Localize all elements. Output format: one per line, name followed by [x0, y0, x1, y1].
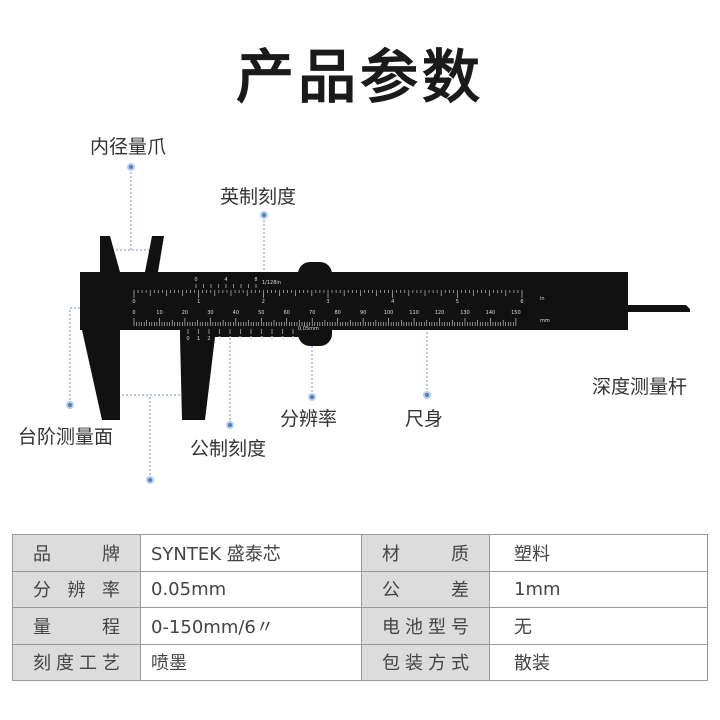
label-resolution: 分辨率 [280, 408, 338, 430]
scale-tick-label: 0 [132, 310, 135, 316]
label-beam: 尺身 [405, 408, 444, 430]
spec-value: 无 [489, 607, 708, 645]
inch-vernier-label: 1/128in [262, 280, 281, 286]
scale-tick-label: 80 [334, 310, 340, 316]
spec-value: 0-150mm/6〃 [140, 607, 362, 645]
scale-tick-label: 60 [284, 310, 290, 316]
scale-tick-label: 6 [249, 336, 252, 342]
scale-tick-label: 40 [233, 310, 239, 316]
thumb-boss [298, 262, 332, 346]
scale-tick-label: 30 [207, 310, 213, 316]
scale-tick-label: 70 [309, 310, 315, 316]
spec-key: 材质 [361, 534, 490, 572]
marker-dot-icon [260, 211, 268, 219]
label-metric-scale: 公制刻度 [190, 438, 267, 460]
spec-value: 散装 [489, 643, 708, 681]
scale-tick-label: 1 [197, 336, 200, 342]
spec-value: SYNTEK 盛泰芯 [140, 534, 362, 572]
marker-dot-icon [66, 401, 74, 409]
scale-tick-label: 1 [197, 299, 200, 305]
scale-tick-label: 10 [156, 310, 162, 316]
spec-value: 塑料 [489, 534, 708, 572]
caliper [80, 236, 690, 420]
scale-tick-label: 120 [435, 310, 445, 316]
beam [80, 272, 628, 330]
scale-tick-label: 2 [262, 299, 265, 305]
scale-tick-label: 3 [326, 299, 329, 305]
scale-tick-label: 4 [224, 277, 227, 283]
spec-value: 喷墨 [140, 643, 362, 681]
scale-tick-label: 140 [486, 310, 496, 316]
scale-tick-label: 0 [194, 277, 197, 283]
label-inch-scale: 英制刻度 [220, 186, 297, 208]
marker-dot-icon [308, 393, 316, 401]
spec-key: 电池型号 [361, 607, 490, 645]
scale-tick-label: 7 [260, 336, 263, 342]
scale-tick-label: 4 [228, 336, 231, 342]
spec-key: 包装方式 [361, 643, 490, 681]
spec-key: 品牌 [12, 534, 141, 572]
scale-tick-label: 130 [460, 310, 470, 316]
scale-tick-label: 6 [520, 299, 523, 305]
mm-unit: mm [540, 318, 550, 324]
scale-markings [133, 284, 523, 334]
scale-tick-label: 0 [132, 299, 135, 305]
page-title: 产品参数 [235, 43, 484, 111]
scale-tick-label: 50 [258, 310, 264, 316]
scale-tick-label: 20 [182, 310, 188, 316]
spec-value: 1mm [489, 570, 708, 608]
fixed-jaw-lower [82, 330, 120, 420]
scale-tick-label: 2 [207, 336, 210, 342]
spec-key: 刻度工艺 [12, 643, 141, 681]
label-inner-jaw: 内径量爪 [90, 136, 167, 158]
spec-row: 刻度工艺喷墨包装方式散装 [12, 643, 708, 681]
scale-tick-label: 0 [291, 336, 294, 342]
spec-key: 公差 [361, 570, 490, 608]
scale-tick-label: 4 [391, 299, 394, 305]
scale-tick-label: 8 [254, 277, 257, 283]
depth-rod [628, 305, 686, 312]
marker-dot-icon [226, 421, 234, 429]
label-step-face: 台阶测量面 [18, 426, 114, 448]
scale-tick-label: 150 [511, 310, 521, 316]
marker-dot-icon [127, 163, 135, 171]
marker-dot-icon [423, 391, 431, 399]
scale-tick-label: 5 [239, 336, 242, 342]
scale-tick-label: 8 [270, 336, 273, 342]
scale-tick-label: 5 [456, 299, 459, 305]
scale-tick-label: 0 [186, 336, 189, 342]
mm-vernier-label: 0.05mm [298, 326, 319, 332]
marker-dot-icon [146, 476, 154, 484]
spec-key: 量程 [12, 607, 141, 645]
label-depth-rod: 深度测量杆 [592, 376, 688, 398]
inch-unit: in [540, 296, 545, 302]
spec-key: 分辨率 [12, 570, 141, 608]
scale-tick-label: 90 [360, 310, 366, 316]
slider-jaw-lower [180, 337, 215, 420]
scale-tick-label: 110 [409, 310, 419, 316]
scale-tick-label: 100 [384, 310, 394, 316]
spec-value: 0.05mm [140, 570, 362, 608]
scale-tick-label: 9 [281, 336, 284, 342]
scale-tick-label: 3 [218, 336, 221, 342]
